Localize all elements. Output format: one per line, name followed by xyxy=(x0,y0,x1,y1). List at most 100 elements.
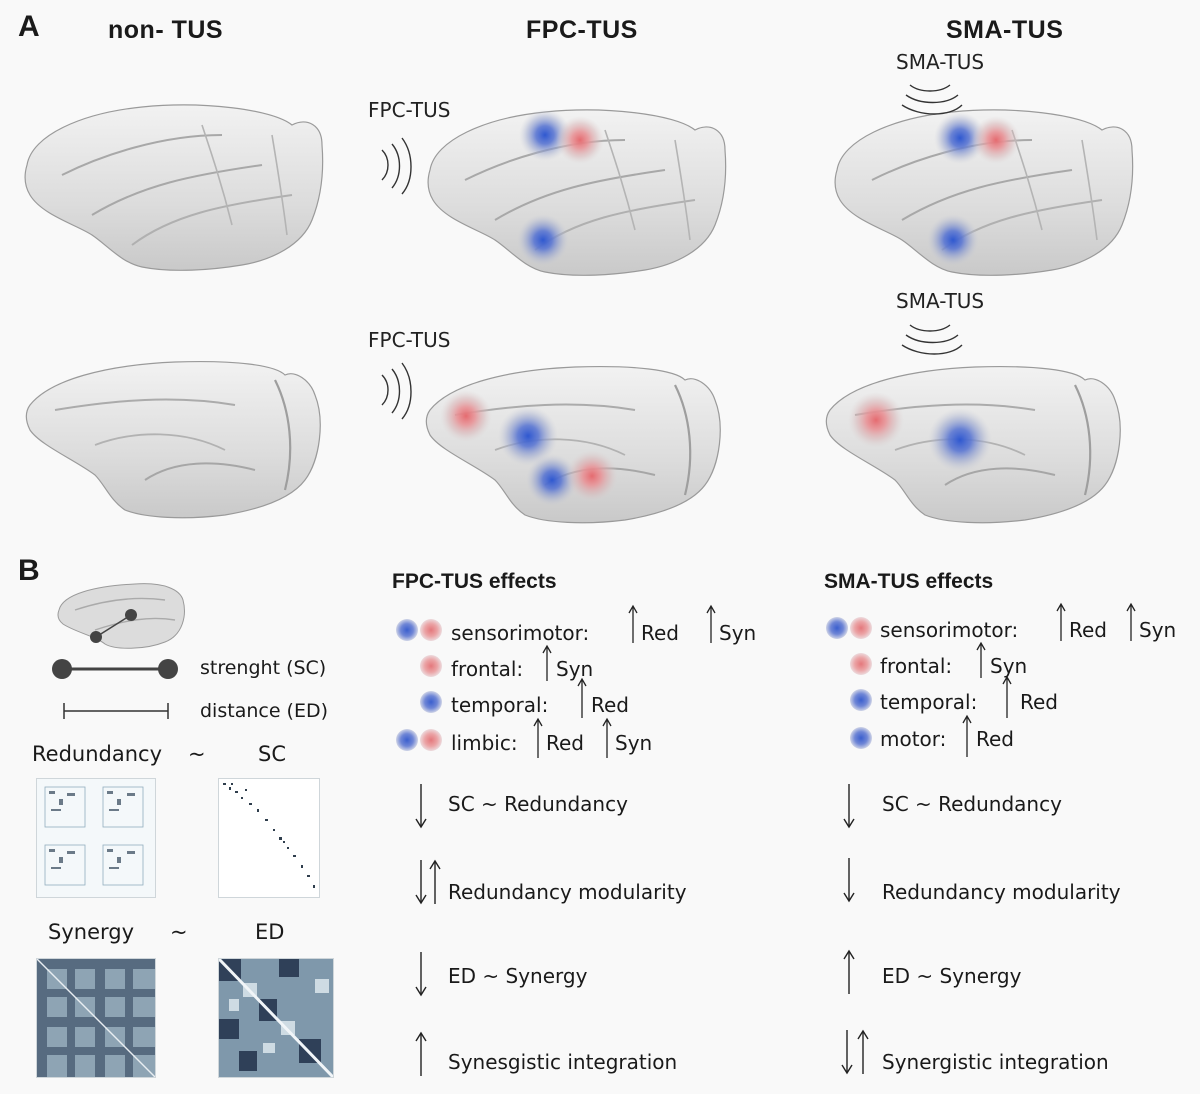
sma-frontal-syn: Syn xyxy=(990,654,1028,678)
down-arrow-icon xyxy=(843,784,855,829)
sma-tus-label-medial: SMA-TUS xyxy=(896,289,985,313)
region-blob-red xyxy=(972,116,1020,164)
sma-row-frontal-label: frontal: xyxy=(880,654,953,678)
up-arrow-icon xyxy=(976,641,986,678)
fpc-limbic-red: Red xyxy=(546,731,584,755)
ultrasound-waves-icon xyxy=(381,137,412,195)
sma-effect-ed-synergy: ED ~ Synergy xyxy=(882,964,1022,988)
brain-medial-non-tus xyxy=(25,360,322,519)
node-icon xyxy=(90,631,102,643)
legend-brain-illustration xyxy=(57,583,185,649)
sma-effects-title: SMA-TUS effects xyxy=(824,570,994,593)
redundancy-matrix-title: Redundancy xyxy=(32,742,162,766)
fpc-row-frontal-label: frontal: xyxy=(451,657,524,681)
region-blob-red xyxy=(556,116,604,164)
blue-region-icon xyxy=(396,619,418,641)
blue-region-icon xyxy=(850,689,872,711)
up-arrow-icon xyxy=(1056,602,1066,641)
tilde-symbol: ~ xyxy=(188,742,206,766)
sma-tus-label-lateral: SMA-TUS xyxy=(896,50,985,74)
up-arrow-icon xyxy=(533,717,543,758)
sma-motor-red: Red xyxy=(976,727,1014,751)
blue-region-icon xyxy=(826,617,848,639)
column-title-non-tus: non- TUS xyxy=(108,16,224,44)
ed-matrix-title: ED xyxy=(255,920,285,944)
up-arrow-icon xyxy=(429,859,441,904)
legend-glyphs xyxy=(52,659,178,719)
up-arrow-icon xyxy=(602,717,612,758)
fpc-row-sensorimotor-label: sensorimotor: xyxy=(451,621,590,645)
fpc-limbic-syn: Syn xyxy=(615,731,653,755)
ultrasound-waves-icon xyxy=(901,324,963,355)
panel-a-letter: A xyxy=(18,10,40,43)
fpc-frontal-syn: Syn xyxy=(556,657,594,681)
legend-strength-label: strenght (SC) xyxy=(200,657,327,679)
down-arrow-icon xyxy=(415,784,427,829)
synergy-matrix-title: Synergy xyxy=(48,920,135,944)
brain-lateral-non-tus xyxy=(24,104,324,272)
sma-row-temporal-label: temporal: xyxy=(880,690,978,714)
up-arrow-icon xyxy=(1002,675,1012,718)
fpc-effect-redundancy-modularity: Redundancy modularity xyxy=(448,880,687,904)
down-arrow-icon xyxy=(415,860,427,905)
region-blob-red xyxy=(440,390,492,442)
sma-effect-redundancy-modularity: Redundancy modularity xyxy=(882,880,1121,904)
red-region-icon xyxy=(850,617,872,639)
region-blob-blue xyxy=(928,408,992,472)
fpc-effects-title: FPC-TUS effects xyxy=(392,570,557,593)
down-arrow-icon xyxy=(841,1030,853,1075)
fpc-effect-synergistic-integration: Synesgistic integration xyxy=(448,1050,678,1074)
up-arrow-icon xyxy=(843,949,855,994)
up-arrow-icon xyxy=(577,677,587,718)
red-region-icon xyxy=(850,653,872,675)
up-arrow-icon xyxy=(415,1031,427,1076)
ultrasound-waves-icon xyxy=(381,362,412,420)
fpc-temporal-red: Red xyxy=(591,693,629,717)
region-blob-blue xyxy=(927,214,979,266)
red-region-icon xyxy=(420,729,442,751)
fpc-sensorimotor-syn: Syn xyxy=(719,621,757,645)
fpc-tus-label-medial: FPC-TUS xyxy=(368,328,451,352)
column-title-sma-tus: SMA-TUS xyxy=(946,16,1064,44)
red-region-icon xyxy=(420,655,442,677)
up-arrow-icon xyxy=(1126,602,1136,641)
down-arrow-icon xyxy=(415,952,427,997)
panel-b-letter: B xyxy=(18,554,40,587)
fpc-tus-label-lateral: FPC-TUS xyxy=(368,98,451,122)
region-blob-blue xyxy=(526,454,578,506)
legend-distance-label: distance (ED) xyxy=(200,700,329,722)
fpc-sensorimotor-red: Red xyxy=(641,621,679,645)
column-title-fpc-tus: FPC-TUS xyxy=(526,16,638,44)
up-arrow-icon xyxy=(706,604,716,643)
region-blob-red xyxy=(848,392,904,448)
sc-matrix-title: SC xyxy=(258,742,286,766)
node-icon xyxy=(125,609,137,621)
sma-temporal-red: Red xyxy=(1020,690,1058,714)
sma-sensorimotor-syn: Syn xyxy=(1139,618,1177,642)
brain-medial-fpc-tus xyxy=(425,365,722,524)
fpc-row-temporal-label: temporal: xyxy=(451,693,549,717)
up-arrow-icon xyxy=(962,714,972,757)
sma-effect-sc-redundancy: SC ~ Redundancy xyxy=(882,792,1062,816)
up-arrow-icon xyxy=(628,604,638,643)
sc-matrix xyxy=(218,778,320,898)
blue-region-icon xyxy=(396,729,418,751)
down-arrow-icon xyxy=(843,858,855,903)
up-arrow-icon xyxy=(857,1029,869,1074)
sma-row-sensorimotor-label: sensorimotor: xyxy=(880,618,1019,642)
blue-region-icon xyxy=(420,691,442,713)
fpc-row-limbic-label: limbic: xyxy=(451,731,518,755)
fpc-effect-ed-synergy: ED ~ Synergy xyxy=(448,964,588,988)
red-region-icon xyxy=(420,619,442,641)
ed-matrix xyxy=(218,958,334,1078)
fpc-effect-sc-redundancy: SC ~ Redundancy xyxy=(448,792,628,816)
synergy-matrix xyxy=(36,958,156,1078)
sma-sensorimotor-red: Red xyxy=(1069,618,1107,642)
sma-row-motor-label: motor: xyxy=(880,727,947,751)
region-blob-red xyxy=(566,450,618,502)
redundancy-matrix xyxy=(36,778,156,898)
ultrasound-waves-icon xyxy=(901,84,963,115)
up-arrow-icon xyxy=(542,644,552,681)
tilde-symbol: ~ xyxy=(170,920,188,944)
region-blob-blue xyxy=(498,406,558,466)
